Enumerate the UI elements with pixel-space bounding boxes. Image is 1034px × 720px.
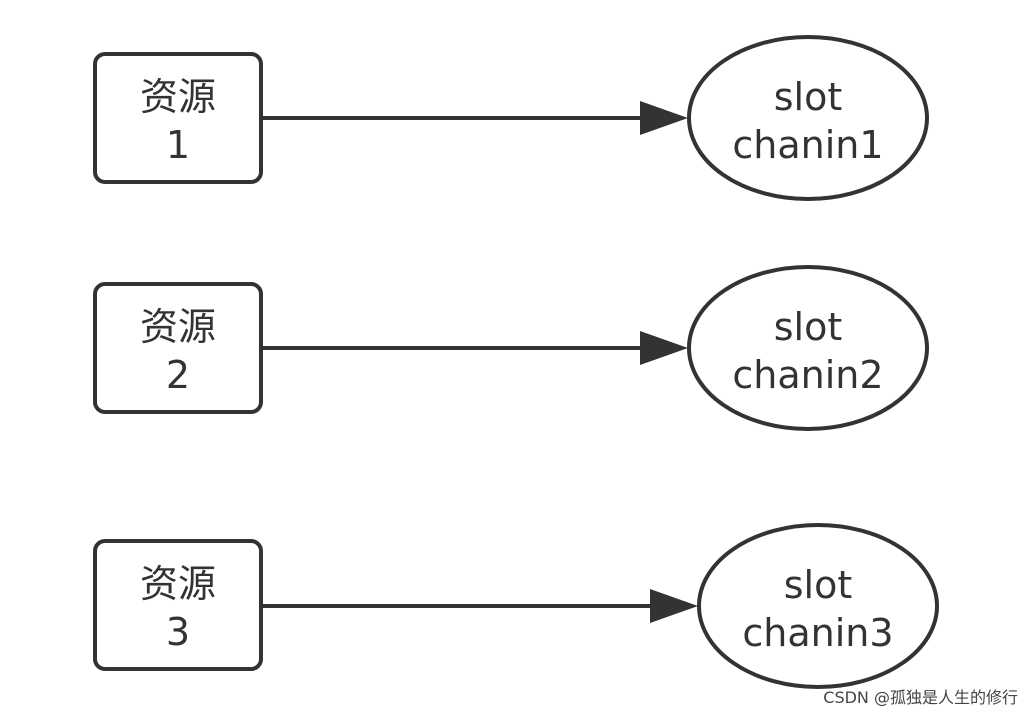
resource-label-1-line1: 资源 (140, 75, 216, 119)
slot-label-3-line1: slot (784, 563, 853, 607)
arrowhead-1 (640, 101, 688, 135)
slot-ellipse-1 (687, 35, 929, 201)
diagram-row-1: 资源 1 slot chanin1 (93, 35, 929, 201)
arrowhead-2 (640, 331, 688, 365)
slot-ellipse-3 (697, 523, 939, 689)
resource-label-3-line1: 资源 (140, 562, 216, 606)
slot-label-2-line1: slot (774, 305, 843, 349)
slot-label-1-line2: chanin1 (732, 123, 883, 167)
slot-label-3-line2: chanin3 (742, 611, 893, 655)
diagram-row-3: 资源 3 slot chanin3 (93, 523, 939, 689)
slot-label-2-line2: chanin2 (732, 353, 883, 397)
resource-label-1-line2: 1 (166, 123, 190, 167)
slot-label-1-line1: slot (774, 75, 843, 119)
resource-label-3-line2: 3 (166, 610, 190, 654)
resource-label-2-line2: 2 (166, 353, 190, 397)
diagram-row-2: 资源 2 slot chanin2 (93, 265, 929, 431)
resource-label-2-line1: 资源 (140, 305, 216, 349)
arrowhead-3 (650, 589, 698, 623)
slot-ellipse-2 (687, 265, 929, 431)
watermark-text: CSDN @孤独是人生的修行 (823, 688, 1018, 707)
